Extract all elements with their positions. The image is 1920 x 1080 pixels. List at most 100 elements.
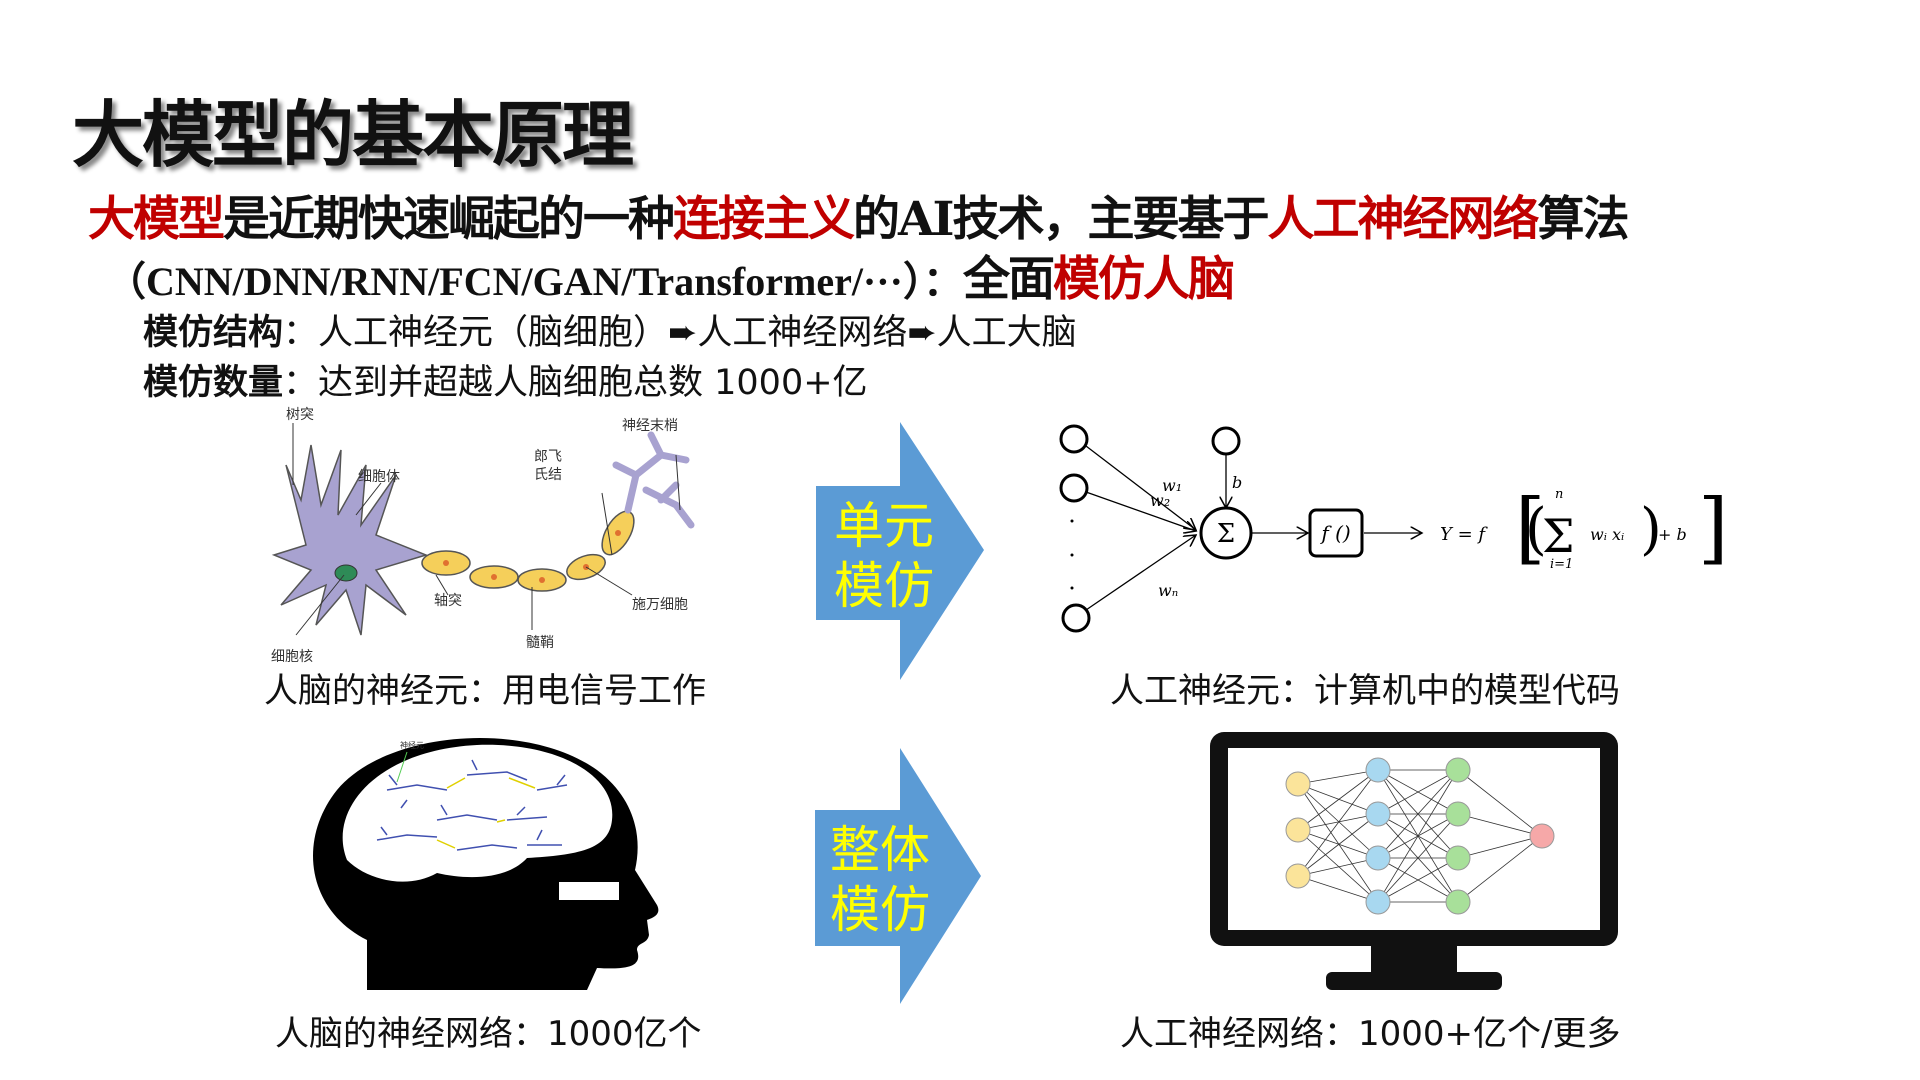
intro-term-imitate-brain: 模仿人脑 — [1052, 252, 1235, 307]
arrow-unit-imitation — [816, 422, 984, 680]
nn-node — [1365, 757, 1391, 783]
intro-line-2: （CNN/DNN/RNN/FCN/GAN/Transformer/···）：全面… — [106, 240, 1235, 309]
nn-edge — [1297, 783, 1379, 903]
nn-node — [1285, 771, 1311, 797]
brain-neurons — [376, 759, 568, 851]
artificial-neuron-diagram: Σ f () w₁ w₂ wₙ b Y = f [ ( Σ n i=1 wᵢ x… — [1059, 424, 1728, 633]
nn-edge — [1377, 813, 1459, 903]
nn-edge — [1297, 783, 1379, 859]
nn-edge — [1457, 813, 1543, 837]
nn-edge — [1297, 813, 1379, 831]
label-dendrite: 树突 — [286, 407, 314, 423]
arrow-label-unit: 单元 模仿 — [834, 496, 934, 616]
nn-node — [1445, 801, 1471, 827]
nn-node — [1445, 845, 1471, 871]
nn-node — [1529, 823, 1555, 849]
brain-neuron-label: 神经元 — [400, 740, 424, 750]
page-title: 大模型的基本原理 — [72, 93, 634, 177]
caption-art-network: 人工神经网络：1000+亿个/更多 — [1120, 1014, 1621, 1054]
monitor-stand — [1326, 972, 1502, 990]
plus-bias: + b — [1658, 525, 1687, 544]
activation-label: f () — [1319, 521, 1350, 545]
nn-node — [1365, 801, 1391, 827]
arrow-text: 整体 — [830, 821, 930, 879]
svg-text:[: [ — [1515, 483, 1545, 573]
neuron-nucleus — [334, 564, 358, 582]
nn-edge — [1297, 829, 1379, 859]
bio-neuron-diagram: 树突 细胞体 细胞核 轴突 髓鞘 郎飞 氏结 神经末梢 施万细胞 — [271, 407, 695, 665]
label-schwann: 施万细胞 — [632, 597, 688, 613]
caption-bio-neuron: 人脑的神经元：用电信号工作 — [264, 671, 706, 711]
myelin-sheath — [421, 510, 635, 592]
arrow-text: 模仿 — [834, 557, 934, 615]
svg-text:Σ: Σ — [1542, 509, 1575, 563]
nn-node — [1285, 817, 1311, 843]
arrow-whole-imitation — [815, 748, 981, 1004]
output-formula: Y = f [ ( Σ n i=1 wᵢ xᵢ ) + b ] — [1440, 483, 1728, 573]
nn-edge — [1297, 769, 1379, 877]
label-axon: 轴突 — [434, 593, 462, 609]
nn-node — [1365, 845, 1391, 871]
sum-term: wᵢ xᵢ — [1590, 525, 1624, 544]
nn-edge — [1297, 783, 1379, 815]
weight-w1: w₁ — [1162, 476, 1182, 495]
label-ranvier-2: 氏结 — [534, 467, 562, 483]
label-terminal: 神经末梢 — [622, 418, 678, 434]
point-quantity: 模仿数量：达到并超越人脑细胞总数 1000+亿 — [143, 354, 868, 405]
caption-bio-network: 人脑的神经网络：1000亿个 — [275, 1014, 702, 1054]
monitor-network-image — [1210, 732, 1618, 990]
point-label: 模仿数量 — [143, 363, 284, 403]
weight-w2: w₂ — [1150, 491, 1170, 510]
axon-terminal — [612, 431, 695, 529]
label-ranvier-1: 郎飞 — [534, 449, 562, 465]
point-text: ：人工神经元（脑细胞）➨人工神经网络➨人工大脑 — [283, 313, 1077, 353]
arrow-text: 单元 — [834, 497, 934, 555]
nn-node — [1285, 863, 1311, 889]
arrow-text: 模仿 — [830, 881, 930, 939]
svg-text:): ) — [1640, 497, 1662, 562]
brain-area — [342, 744, 613, 882]
nn-edge — [1297, 857, 1379, 877]
intro-algorithms: （CNN/DNN/RNN/FCN/GAN/Transformer/···）： — [106, 259, 963, 304]
intro-text: 是近期快速崛起的一种 — [223, 192, 675, 247]
point-text: ：达到并超越人脑细胞总数 1000+亿 — [283, 363, 868, 403]
nn-edge — [1377, 769, 1459, 815]
nn-edge — [1457, 835, 1543, 903]
sum-lower: i=1 — [1550, 557, 1573, 572]
label-myelin: 髓鞘 — [526, 635, 554, 651]
intro-text: 全面 — [962, 252, 1055, 307]
nn-edge — [1297, 875, 1379, 903]
neuron-cell-body — [271, 444, 429, 636]
sum-symbol: Σ — [1217, 519, 1235, 549]
bias-label: b — [1232, 473, 1242, 492]
intro-text: 算法 — [1537, 192, 1629, 247]
formula-lhs: Y = f — [1440, 524, 1488, 545]
intro-term-ann: 人工神经网络 — [1267, 192, 1539, 247]
label-nucleus: 细胞核 — [271, 649, 313, 665]
nn-edge — [1297, 829, 1379, 903]
nn-node — [1365, 889, 1391, 915]
point-structure: 模仿结构：人工神经元（脑细胞）➨人工神经网络➨人工大脑 — [143, 304, 1077, 355]
intro-text: 的AI技术，主要基于 — [853, 192, 1269, 247]
point-label: 模仿结构 — [143, 313, 284, 353]
nn-edge — [1457, 835, 1543, 859]
nn-edge — [1457, 769, 1543, 837]
intro-term-connectionism: 连接主义 — [673, 192, 855, 247]
nn-edge — [1297, 769, 1379, 785]
svg-text:(: ( — [1525, 497, 1547, 562]
sum-node — [1199, 506, 1253, 560]
caption-art-neuron: 人工神经元：计算机中的模型代码 — [1110, 671, 1620, 711]
intro-term-large-model: 大模型 — [88, 192, 225, 247]
nn-edge — [1377, 769, 1459, 859]
nn-edge — [1377, 769, 1459, 903]
neural-network-graph — [1285, 757, 1555, 915]
nn-edge — [1377, 857, 1459, 903]
activation-box — [1308, 508, 1364, 558]
weight-wn: wₙ — [1158, 581, 1178, 600]
input-nodes — [1059, 424, 1241, 633]
svg-text:]: ] — [1698, 483, 1728, 573]
nn-edge — [1297, 769, 1379, 831]
nn-node — [1445, 757, 1471, 783]
sum-upper: n — [1555, 487, 1563, 502]
intro-line-1: 大模型是近期快速崛起的一种连接主义的AI技术，主要基于人工神经网络算法 — [88, 180, 1629, 249]
